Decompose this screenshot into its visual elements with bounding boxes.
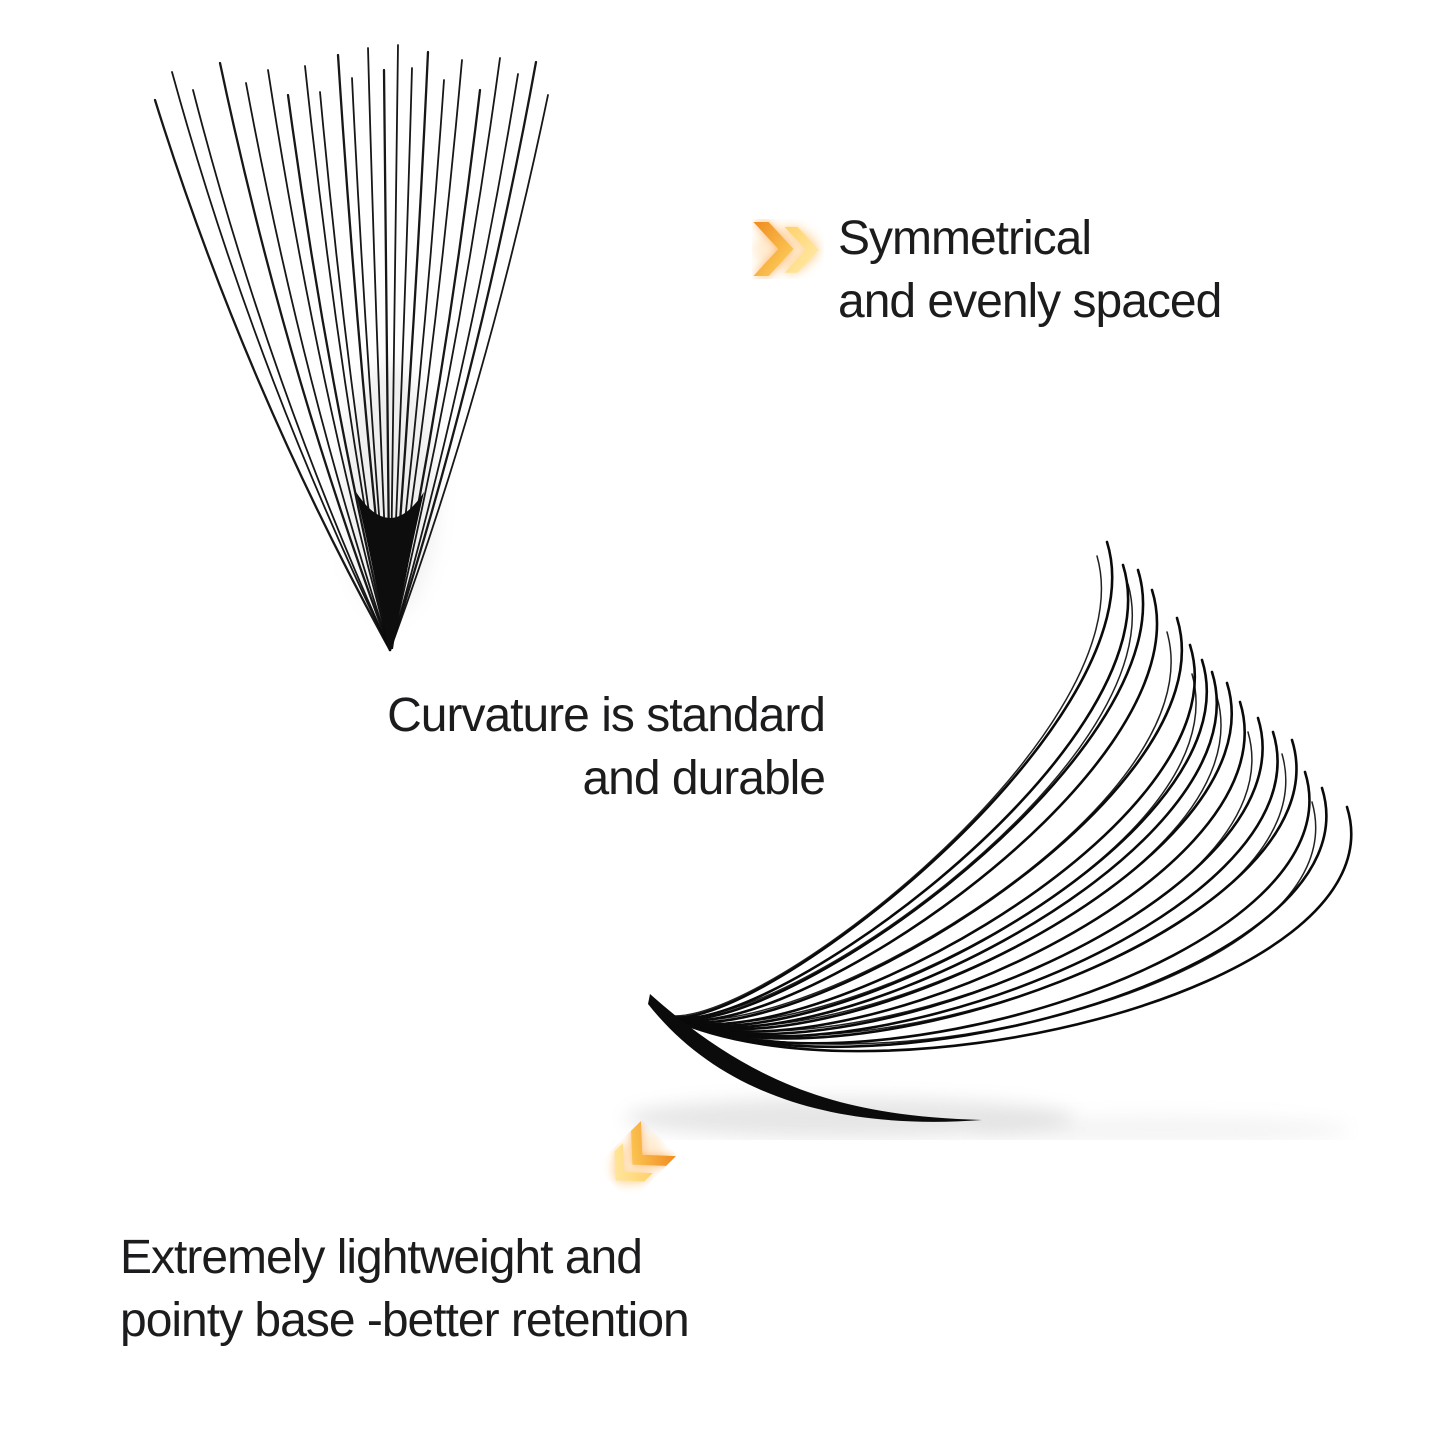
- lash-strand: [389, 73, 519, 651]
- fan-base-cone: [356, 492, 424, 649]
- annotation-symmetrical-line1: Symmetrical: [838, 212, 1092, 265]
- lash-cluster-image: [625, 540, 1353, 1140]
- lash-strand: [388, 60, 538, 652]
- annotation-symmetrical: Symmetrical and evenly spaced: [838, 207, 1222, 333]
- lash-strand: [656, 730, 1279, 1038]
- lash-strand: [657, 753, 1287, 1037]
- lash-strand: [657, 696, 1222, 1028]
- lash-strand: [657, 801, 1317, 1045]
- lash-fan-image: [153, 44, 549, 652]
- lash-fan-strands: [153, 44, 549, 652]
- annotation-lightweight-line2: pointy base -better retention: [120, 1294, 690, 1347]
- cluster-shadow: [625, 1098, 1075, 1138]
- lash-strand: [656, 770, 1311, 1045]
- lash-strand: [657, 583, 1133, 1019]
- lash-strand: [656, 588, 1159, 1022]
- lash-strand: [657, 731, 1253, 1033]
- lash-strand: [192, 89, 391, 651]
- lash-strand: [657, 673, 1197, 1025]
- lash-strand: [656, 616, 1184, 1024]
- annotation-symmetrical-line2: and evenly spaced: [838, 275, 1222, 328]
- lash-strand: [657, 555, 1103, 1017]
- lash-strand: [153, 98, 392, 652]
- cluster-base: [648, 994, 982, 1122]
- annotation-curvature-line1: Curvature is standard: [387, 689, 826, 742]
- lash-strand: [267, 69, 391, 651]
- lash-strand: [656, 568, 1145, 1021]
- lash-strand: [218, 61, 392, 652]
- lash-strand: [286, 93, 392, 652]
- cluster-shadow-right: [970, 1116, 1350, 1140]
- annotation-curvature-line2: and durable: [582, 752, 826, 805]
- lash-strand: [656, 805, 1353, 1053]
- lash-strand: [245, 82, 391, 651]
- lash-strand: [656, 540, 1114, 1019]
- lash-strand: [171, 71, 391, 651]
- double-chevron-right-icon: [752, 219, 824, 279]
- lash-strand: [657, 631, 1172, 1021]
- annotation-curvature: Curvature is standard and durable: [387, 684, 826, 810]
- lash-cluster-strands: [656, 540, 1353, 1053]
- annotation-lightweight-line1: Extremely lightweight and: [120, 1231, 643, 1284]
- annotation-lightweight: Extremely lightweight and pointy base -b…: [120, 1226, 690, 1352]
- lash-strand: [389, 57, 501, 651]
- lash-strand: [389, 94, 549, 651]
- double-chevron-down-left-icon: [603, 1121, 676, 1196]
